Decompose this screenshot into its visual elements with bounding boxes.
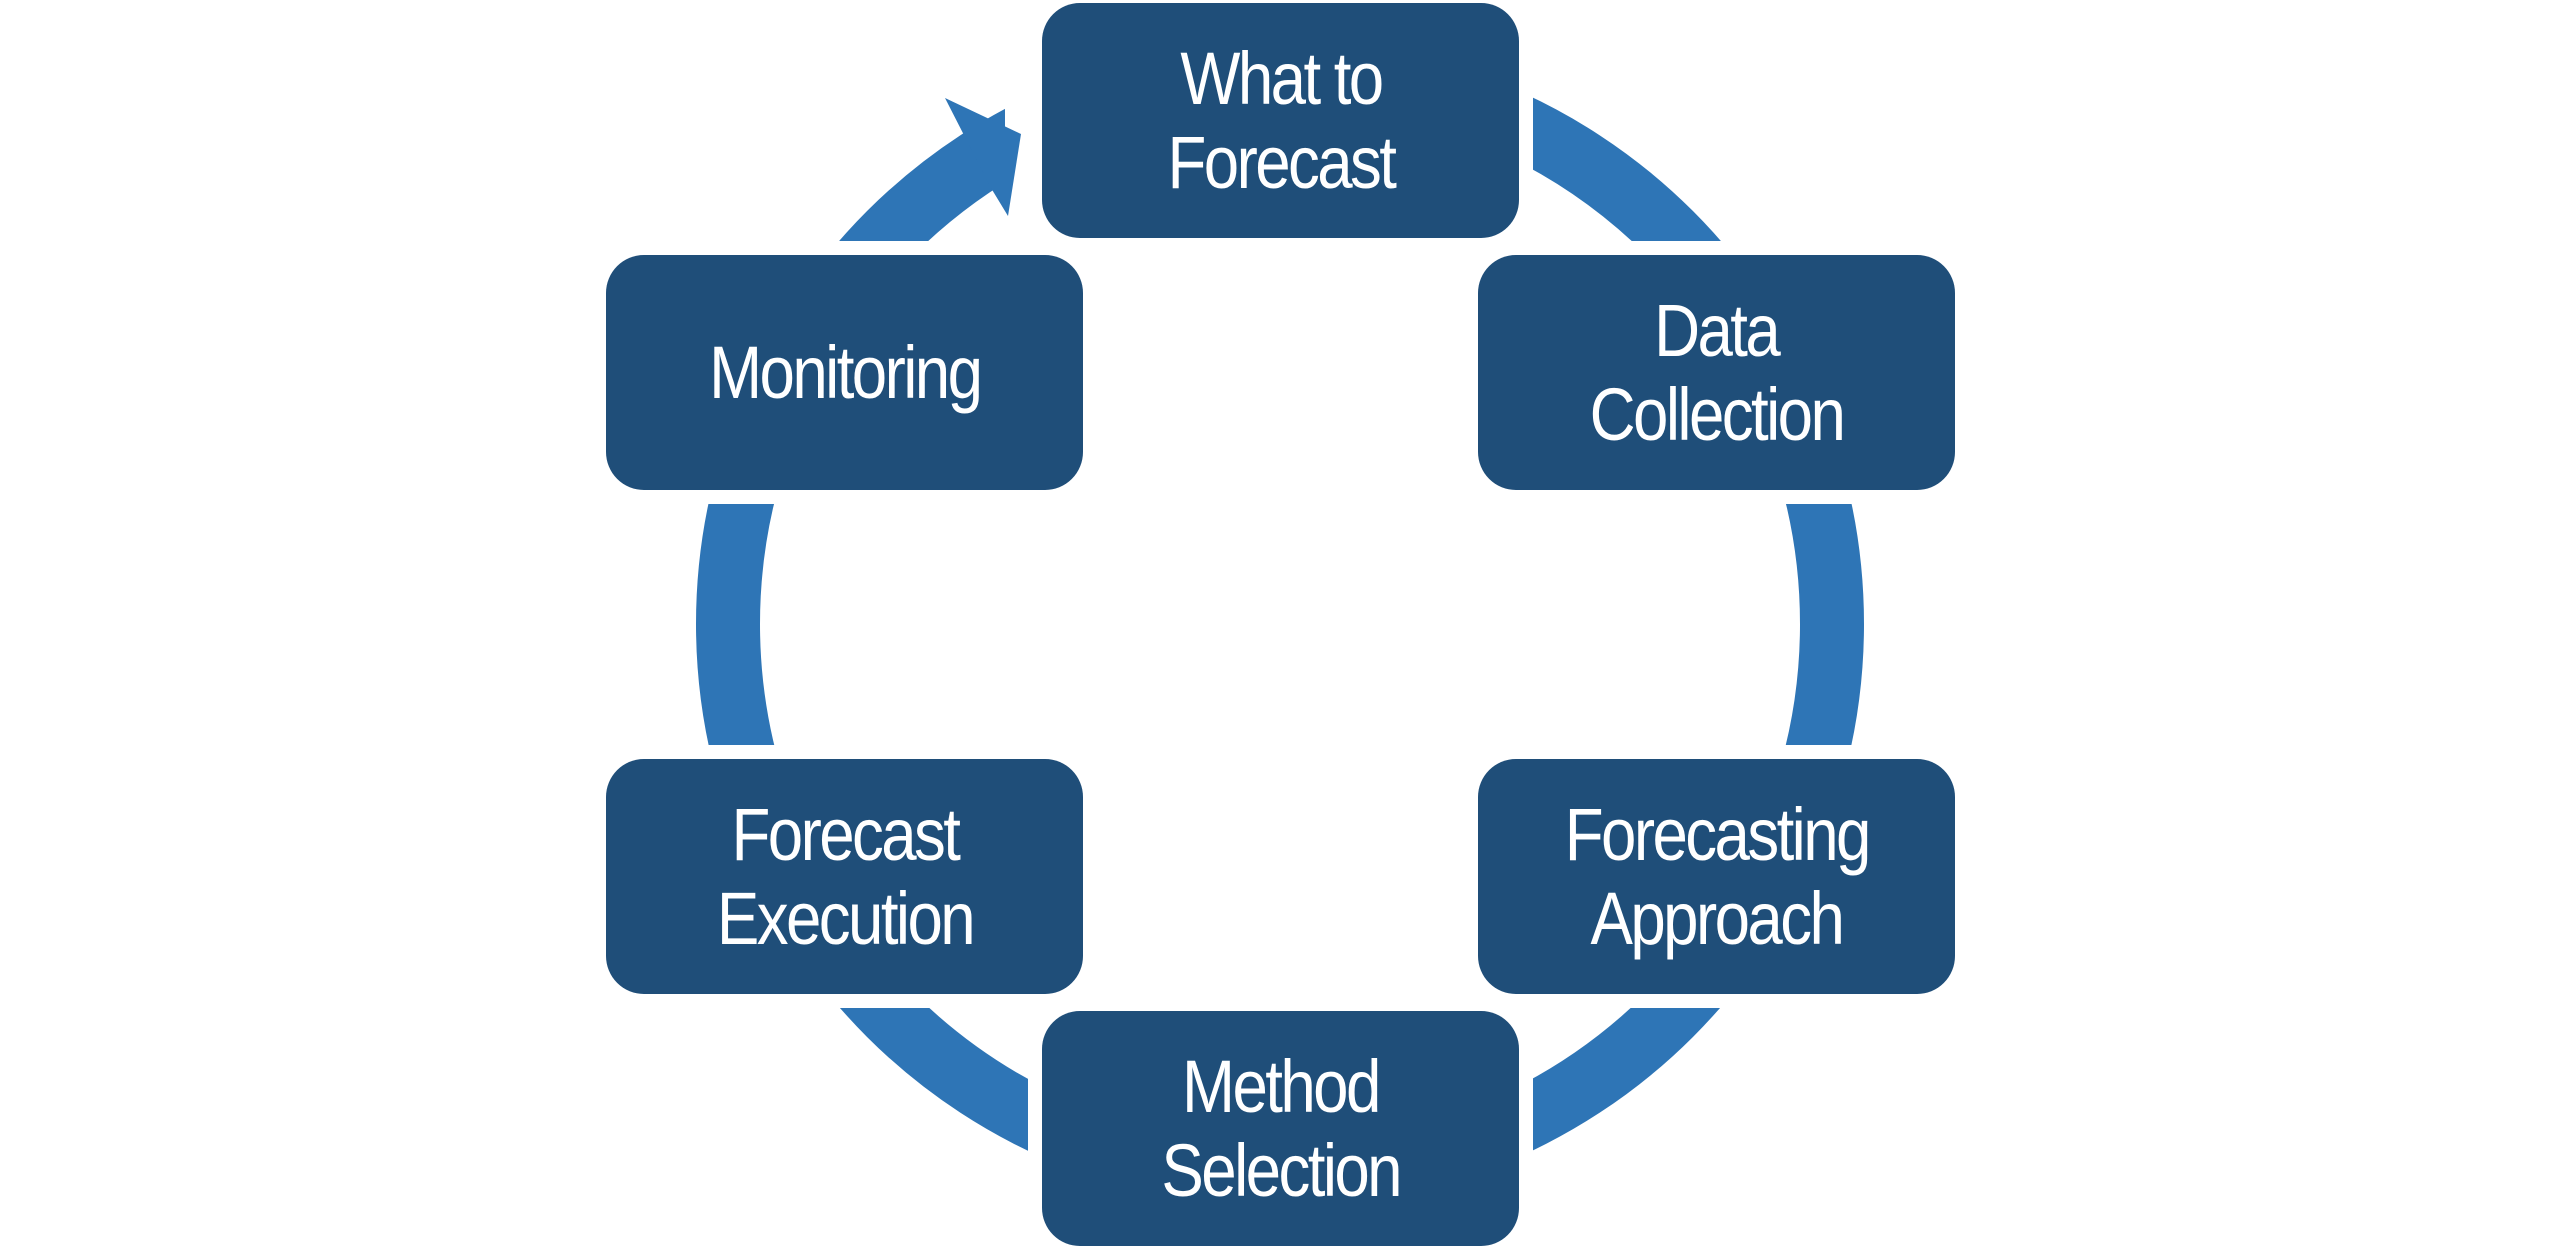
step-label: Forecast (1167, 120, 1397, 204)
step-label: Data (1654, 288, 1781, 372)
step-monitoring: Monitoring (606, 255, 1083, 490)
step-label: Approach (1590, 876, 1845, 960)
arrowhead-icon (945, 98, 1021, 216)
step-label: Forecasting (1564, 792, 1871, 876)
step-label: Forecast (731, 792, 961, 876)
step-forecast-execution: Forecast Execution (606, 759, 1083, 994)
step-what-to-forecast: What to Forecast (1042, 3, 1519, 238)
step-forecasting-approach: Forecasting Approach (1478, 759, 1955, 994)
step-label: What to (1179, 36, 1384, 120)
step-label: Collection (1589, 372, 1846, 456)
step-label: Selection (1161, 1128, 1402, 1212)
step-label: Execution (716, 876, 975, 960)
step-label: Monitoring (708, 330, 983, 414)
step-method-selection: Method Selection (1042, 1011, 1519, 1246)
step-data-collection: Data Collection (1478, 255, 1955, 490)
step-label: Method (1182, 1044, 1381, 1128)
